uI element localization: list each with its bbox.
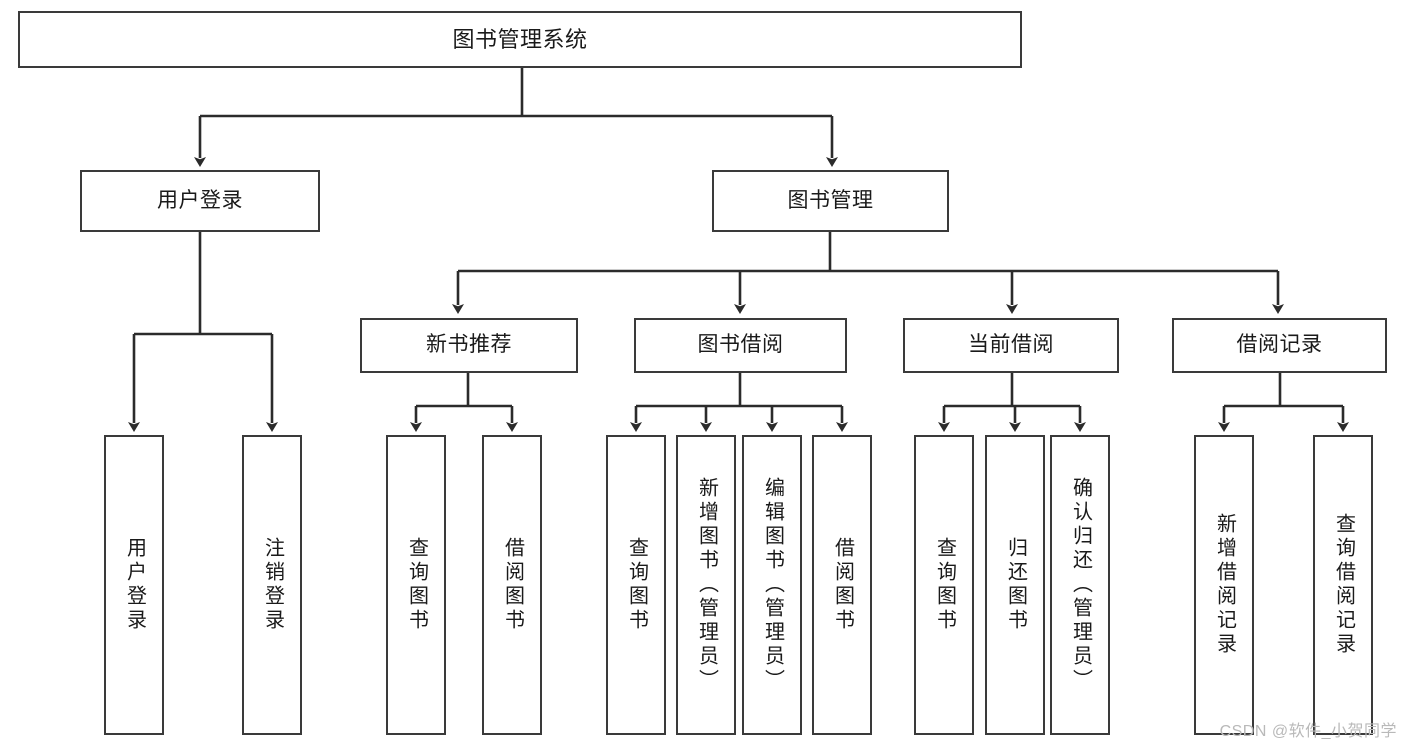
connector-group-user-login	[128, 232, 278, 432]
node-new-book-recommendation[interactable]: 新书推荐	[360, 318, 578, 373]
leaf-borrow-books-recommend[interactable]: 借阅图书	[482, 435, 542, 735]
leaf-add-borrow-record[interactable]: 新增借阅记录	[1194, 435, 1254, 735]
node-label: 图书管理	[787, 188, 874, 212]
leaf-borrow-books[interactable]: 借阅图书	[812, 435, 872, 735]
node-label: 用户登录	[157, 188, 243, 212]
node-label: 新书推荐	[426, 333, 512, 357]
node-label: 归还图书	[1004, 537, 1027, 633]
connector-group-book-manage	[452, 232, 1284, 314]
node-label: 注销登录	[261, 537, 284, 633]
watermark-text: CSDN @软件_小贺同学	[1219, 723, 1397, 740]
leaf-add-book-admin[interactable]: 新增图书（管理员）	[676, 435, 736, 735]
connector-group-current-borrow	[938, 373, 1086, 432]
leaf-query-books-current[interactable]: 查询图书	[914, 435, 974, 735]
leaf-return-books[interactable]: 归还图书	[985, 435, 1045, 735]
node-label: 当前借阅	[968, 333, 1054, 357]
node-label: 用户登录	[123, 537, 146, 633]
leaf-confirm-return-admin[interactable]: 确认归还（管理员）	[1050, 435, 1110, 735]
leaf-query-borrow-record[interactable]: 查询借阅记录	[1313, 435, 1373, 735]
node-label: 图书借阅	[697, 333, 784, 357]
node-label: 新增图书（管理员）	[695, 477, 718, 693]
node-current-borrowing[interactable]: 当前借阅	[903, 318, 1119, 373]
node-book-borrowing[interactable]: 图书借阅	[634, 318, 847, 373]
leaf-user-login[interactable]: 用户登录	[104, 435, 164, 735]
node-user-login[interactable]: 用户登录	[80, 170, 320, 232]
node-borrow-records[interactable]: 借阅记录	[1172, 318, 1387, 373]
connector-group-new-book	[410, 373, 518, 432]
node-label: 查询图书	[933, 537, 956, 633]
connector-group-book-borrow	[630, 373, 848, 432]
node-label: 编辑图书（管理员）	[761, 477, 784, 693]
node-label: 借阅记录	[1236, 333, 1323, 357]
leaf-logout[interactable]: 注销登录	[242, 435, 302, 735]
leaf-edit-book-admin[interactable]: 编辑图书（管理员）	[742, 435, 802, 735]
node-label: 借阅图书	[501, 537, 524, 633]
node-root-library-management-system[interactable]: 图书管理系统	[18, 11, 1022, 68]
node-label: 图书管理系统	[452, 26, 588, 52]
node-label: 借阅图书	[831, 537, 854, 633]
leaf-query-books-recommend[interactable]: 查询图书	[386, 435, 446, 735]
leaf-query-books-borrow[interactable]: 查询图书	[606, 435, 666, 735]
node-label: 查询借阅记录	[1332, 513, 1355, 657]
node-label: 查询图书	[625, 537, 648, 633]
node-label: 新增借阅记录	[1213, 513, 1236, 657]
node-label: 查询图书	[405, 537, 428, 633]
connector-group-root	[194, 68, 838, 167]
node-label: 确认归还（管理员）	[1069, 477, 1092, 693]
connector-group-borrow-records	[1218, 373, 1349, 432]
node-book-management[interactable]: 图书管理	[712, 170, 949, 232]
